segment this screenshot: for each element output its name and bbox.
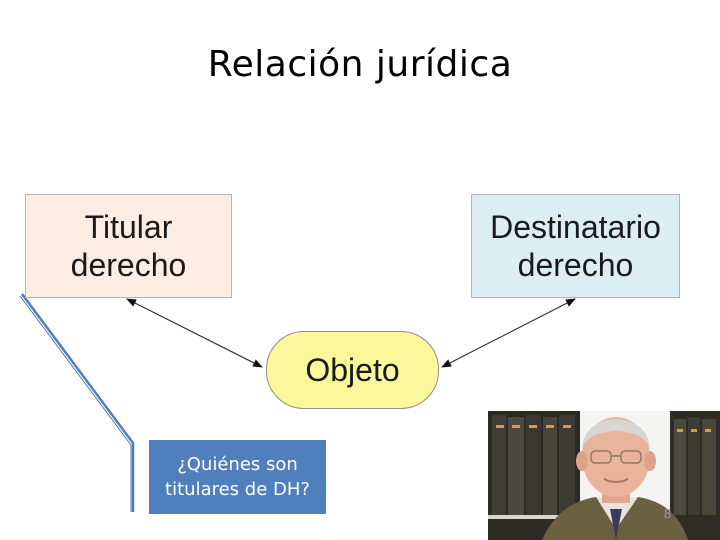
titular-derecho-box: Titular derecho: [25, 194, 232, 298]
portrait-photo: [488, 411, 720, 540]
destinatario-line2: derecho: [517, 247, 634, 283]
objeto-ellipse: Objeto: [266, 331, 439, 409]
callout-line1: ¿Quiénes son: [177, 454, 298, 475]
destinatario-derecho-box: Destinatario derecho: [471, 194, 680, 298]
page-number: 8: [664, 506, 672, 521]
destinatario-line1: Destinatario: [490, 209, 661, 245]
callout-box: ¿Quiénes son titulares de DH?: [149, 440, 326, 514]
titular-line1: Titular: [84, 209, 173, 245]
arrow-destinatario-objeto: [441, 298, 576, 368]
callout-pointer-edge: [19, 295, 132, 512]
arrow-titular-objeto: [126, 298, 263, 368]
objeto-label: Objeto: [305, 352, 400, 388]
callout-line2: titulares de DH?: [165, 479, 310, 500]
titular-line2: derecho: [70, 247, 187, 283]
slide-title: Relación jurídica: [207, 44, 513, 85]
callout-pointer: [20, 293, 135, 512]
